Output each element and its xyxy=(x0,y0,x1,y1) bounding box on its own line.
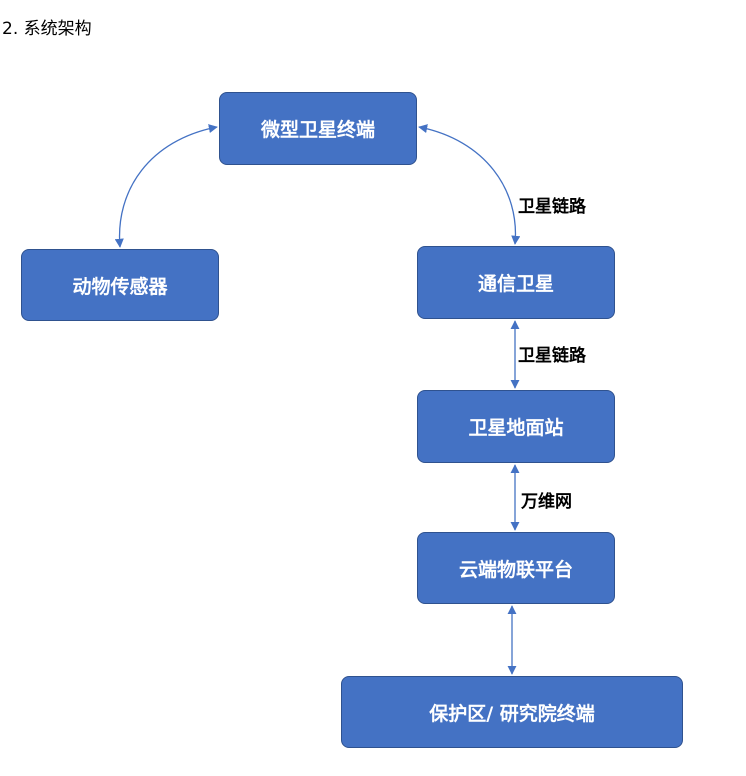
edge-label-satellite-link: 卫星链路 xyxy=(518,197,586,217)
section-heading: 2. 系统架构 xyxy=(2,19,92,39)
connector-terminal-satellite xyxy=(418,124,521,245)
node-cloud-iot-platform: 云端物联平台 xyxy=(417,532,615,604)
connector-terminal-sensor xyxy=(114,124,218,248)
node-micro-satellite-terminal: 微型卫星终端 xyxy=(219,92,417,165)
edge-label-world-wide-web: 万维网 xyxy=(521,492,572,512)
node-label: 动物传感器 xyxy=(72,275,168,298)
node-label: 云端物联平台 xyxy=(458,558,573,581)
node-reserve-institute-terminal: 保护区/ 研究院终端 xyxy=(341,676,683,748)
node-communication-satellite: 通信卫星 xyxy=(417,246,615,319)
node-label: 微型卫星终端 xyxy=(260,119,375,141)
node-animal-sensor: 动物传感器 xyxy=(21,249,219,321)
edge-label-satellite-link: 卫星链路 xyxy=(518,346,586,366)
node-label: 保护区/ 研究院终端 xyxy=(429,702,595,725)
node-label: 卫星地面站 xyxy=(468,417,564,439)
node-ground-station: 卫星地面站 xyxy=(417,390,615,463)
node-label: 通信卫星 xyxy=(477,273,554,295)
